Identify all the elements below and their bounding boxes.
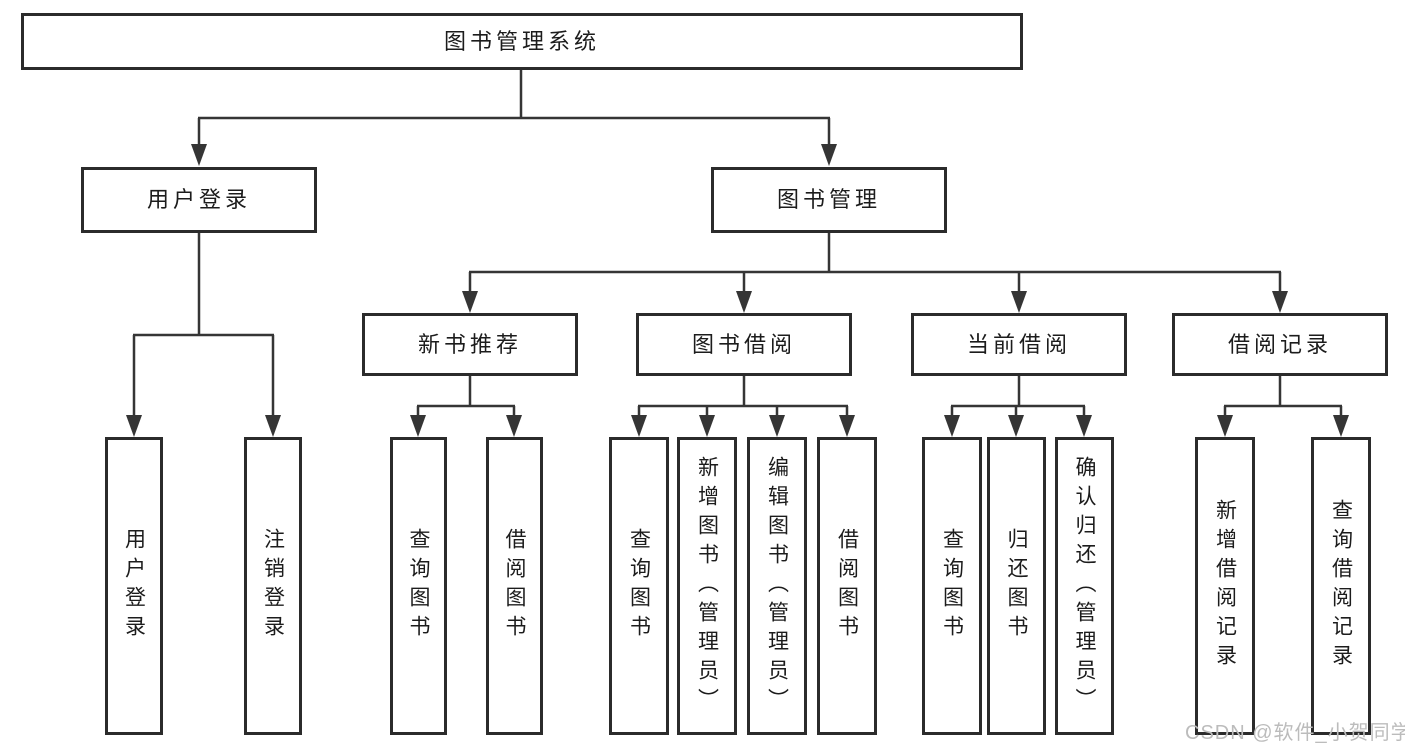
leaf-current-confirm-return-admin: 确认归还（管理员） [1055,437,1114,735]
leaf-borrow-query-books: 查询图书 [609,437,669,735]
leaf-records-add-record: 新增借阅记录 [1195,437,1255,735]
node-root: 图书管理系统 [21,13,1023,70]
arrowheads [126,144,1349,437]
leaf-newbook-borrow-books: 借阅图书 [486,437,543,735]
leaf-borrow-add-books-admin: 新增图书（管理员） [677,437,737,735]
leaf-user-login: 用户登录 [105,437,163,735]
leaf-newbook-query-books: 查询图书 [390,437,447,735]
leaf-logout: 注销登录 [244,437,302,735]
csdn-watermark: CSDN @软件_小贺同学 [1185,722,1405,744]
node-current-borrow: 当前借阅 [911,313,1127,376]
leaf-current-query-books: 查询图书 [922,437,982,735]
node-new-book-recommend: 新书推荐 [362,313,578,376]
node-book-borrow: 图书借阅 [636,313,852,376]
leaf-records-query-record: 查询借阅记录 [1311,437,1371,735]
node-borrow-records: 借阅记录 [1172,313,1388,376]
leaf-borrow-borrow-books: 借阅图书 [817,437,877,735]
node-user-login: 用户登录 [81,167,317,233]
node-book-management: 图书管理 [711,167,947,233]
leaf-borrow-edit-books-admin: 编辑图书（管理员） [747,437,807,735]
leaf-current-return-books: 归还图书 [987,437,1046,735]
